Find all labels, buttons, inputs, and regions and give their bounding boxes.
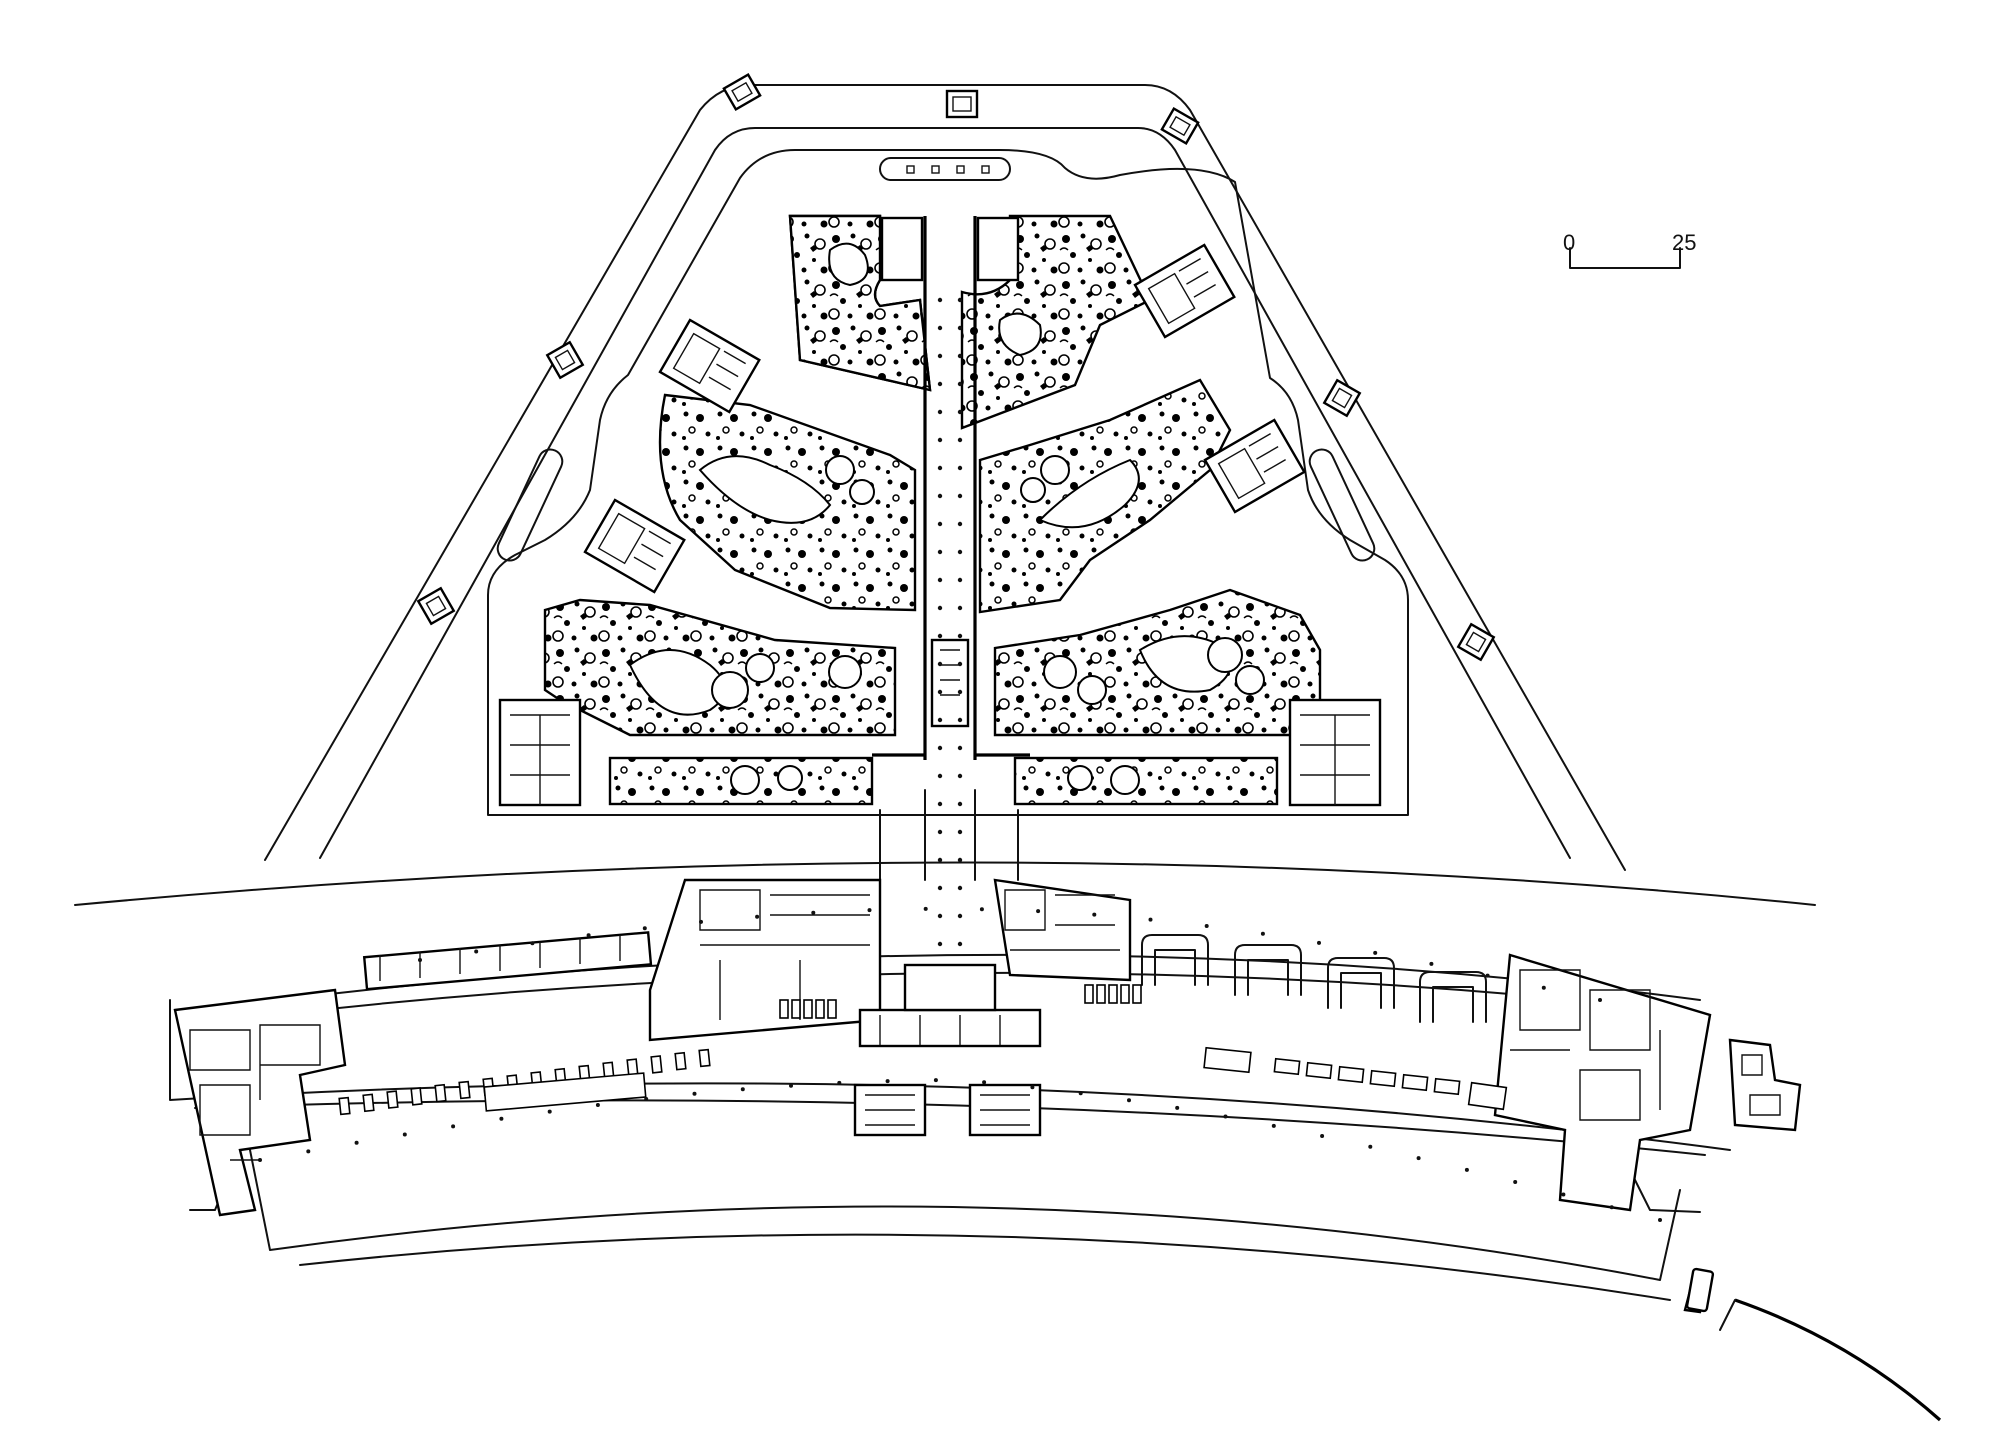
east-wing-block (1493, 953, 1942, 1422)
central-terminal-block (648, 878, 1132, 1137)
garden-parterres (543, 214, 1322, 806)
forecourt-column-dots (258, 906, 1662, 1222)
u-shaped-ramps (1141, 934, 1487, 1023)
scale-bar-end-label: 25 (1672, 230, 1696, 255)
lower-islands (1685, 1267, 1715, 1313)
west-wing-block (173, 931, 653, 1217)
scale-bar: 0 25 (1563, 230, 1696, 269)
central-spine (872, 216, 1030, 881)
outer-perimeter-road (74, 84, 1816, 906)
plaza-boundary (487, 149, 1409, 816)
spine-column-dots (937, 297, 963, 975)
garden-pavilions (498, 216, 1382, 807)
scale-bar-start-label: 0 (1563, 230, 1575, 255)
check-in-counters (338, 984, 1508, 1116)
kiosks (416, 72, 1496, 662)
